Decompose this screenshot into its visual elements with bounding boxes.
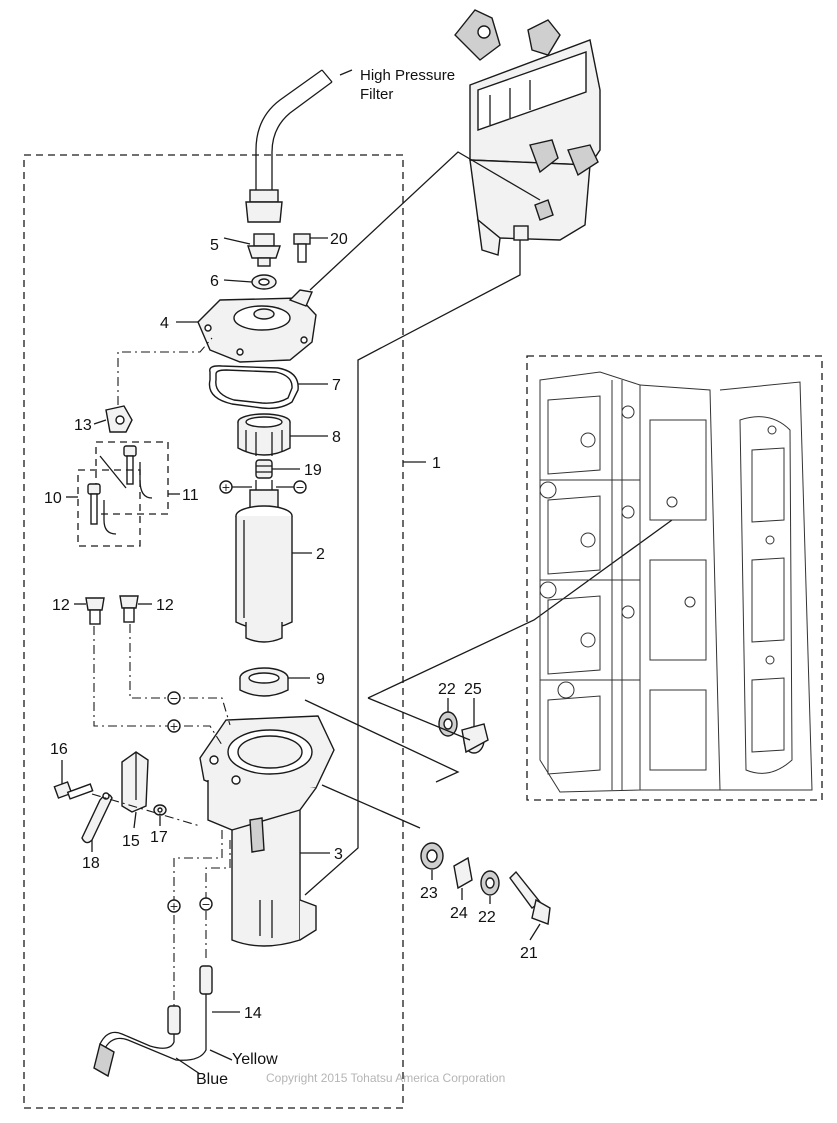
label-filter: Filter (360, 86, 393, 103)
part-4-pump-cover (197, 289, 317, 363)
part-2-fuel-pump (235, 480, 293, 643)
part-10-pin (87, 483, 117, 535)
label-high-pressure: High Pressure (360, 67, 455, 84)
callout-8: 8 (332, 429, 341, 446)
part-13-clip (105, 405, 133, 433)
leader-tank-to-cover (309, 151, 541, 291)
part-21-bolt (509, 870, 551, 925)
part-9-seal (239, 667, 289, 697)
callout-24: 24 (450, 905, 468, 922)
callout-13: 13 (74, 417, 92, 434)
part-19-fitting (255, 459, 273, 479)
part-20-bolt (293, 233, 311, 263)
callout-5: 5 (210, 237, 219, 254)
callout-6: 6 (210, 273, 219, 290)
callout-14: 14 (244, 1005, 262, 1022)
part-6-washer (251, 274, 277, 290)
vapor-separator-tank (454, 9, 601, 256)
part-16-bolt (53, 781, 94, 800)
callout-4: 4 (160, 315, 169, 332)
part-11-pin (123, 445, 153, 499)
callout-20: 20 (330, 231, 348, 248)
callout-11: 11 (182, 487, 199, 504)
callout-3: 3 (334, 846, 343, 863)
callout-19: 19 (304, 462, 322, 479)
part-14-wire-harness (93, 965, 213, 1078)
callout-10: 10 (44, 490, 62, 507)
callout-15: 15 (122, 833, 140, 850)
part-5-fitting (247, 233, 281, 267)
callout-2: 2 (316, 546, 325, 563)
label-yellow: Yellow (232, 1051, 278, 1068)
part-18-strap (81, 792, 113, 844)
callout-18: 18 (82, 855, 100, 872)
part-12-terminal-right (119, 595, 139, 623)
part-3-filter-housing (199, 715, 335, 947)
part-8-retainer-ring (237, 413, 291, 456)
leader-tank-to-housing (304, 240, 521, 896)
callout-1: 1 (432, 455, 441, 472)
callout-12-right: 12 (156, 597, 174, 614)
part-24-spacer (453, 856, 473, 890)
callout-7: 7 (332, 377, 341, 394)
plus-sign-lower: + (169, 900, 178, 913)
part-23-collar (420, 842, 444, 870)
part-25-bushing (461, 723, 489, 754)
callout-17: 17 (150, 829, 168, 846)
plus-sign-upper: + (169, 720, 178, 733)
minus-sign-upper: − (169, 692, 178, 705)
callout-22-lower: 22 (478, 909, 496, 926)
part-22-washer-lower (480, 870, 500, 896)
part-17-washer (153, 804, 167, 816)
callout-23: 23 (420, 885, 438, 902)
group-box-10 (77, 469, 141, 547)
minus-sign-lower: − (201, 898, 210, 911)
copyright-notice: Copyright 2015 Tohatsu America Corporati… (266, 1071, 505, 1085)
part-12-terminal-left (85, 597, 105, 625)
callout-21: 21 (520, 945, 538, 962)
minus-sign-pump: − (295, 481, 304, 494)
high-pressure-hose (245, 69, 353, 223)
callout-12-left: 12 (52, 597, 70, 614)
callout-16: 16 (50, 741, 68, 758)
engine-block-detail (526, 355, 823, 801)
part-15-bracket (121, 751, 149, 813)
plus-sign-pump: + (221, 481, 230, 494)
label-blue: Blue (196, 1071, 228, 1088)
callout-22-upper: 22 (438, 681, 456, 698)
assembly-boundary (23, 154, 404, 1109)
callout-9: 9 (316, 671, 325, 688)
part-22-washer-upper (438, 711, 458, 737)
callout-25: 25 (464, 681, 482, 698)
